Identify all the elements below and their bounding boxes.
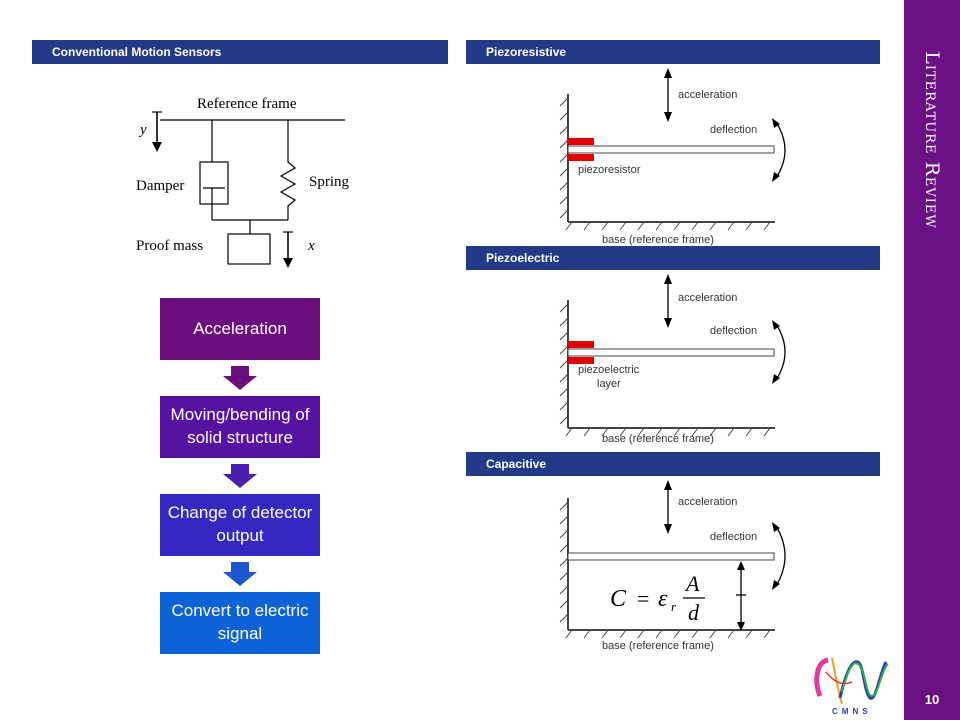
header-piezoresistive: Piezoresistive: [466, 40, 880, 64]
deflection-label: deflection: [710, 325, 757, 337]
equation-epsilon: ε: [658, 586, 668, 612]
equation-area: A: [684, 571, 700, 596]
base-label: base (reference frame): [602, 433, 714, 445]
down-arrow-icon: [223, 366, 257, 390]
deflection-label: deflection: [710, 124, 757, 136]
header-capacitive: Capacitive: [466, 452, 880, 476]
flow-step-electric-signal: Convert to electric signal: [160, 592, 320, 654]
down-arrow-icon: [223, 464, 257, 488]
x-axis-label: x: [307, 238, 315, 254]
mass-spring-damper-diagram: Reference frame y Damper Spring Proof ma…: [136, 96, 350, 268]
equation-distance: d: [688, 600, 700, 625]
capacitance-equation: C = ε r A d: [610, 571, 705, 625]
proof-mass-label: Proof mass: [136, 238, 203, 254]
base-label: base (reference frame): [602, 640, 714, 652]
damper-label: Damper: [136, 178, 184, 194]
piezoelectric-layer-label-2: layer: [597, 378, 621, 390]
flow-step-acceleration: Acceleration: [160, 298, 320, 360]
header-piezoelectric: Piezoelectric: [466, 246, 880, 270]
svg-text:CMNS: CMNS: [832, 707, 872, 716]
y-axis-label: y: [138, 122, 147, 138]
capacitive-diagram: acceleration deflection C = ε r A d base…: [559, 480, 786, 652]
reference-frame-label: Reference frame: [197, 96, 297, 112]
page-number: 10: [924, 692, 940, 707]
equation-equals: =: [637, 586, 649, 611]
acceleration-label: acceleration: [678, 292, 737, 304]
acceleration-label: acceleration: [678, 496, 737, 508]
sidebar: [904, 0, 960, 720]
acceleration-label: acceleration: [678, 89, 737, 101]
deflection-label: deflection: [710, 531, 757, 543]
cmns-logo: CMNS: [814, 657, 889, 716]
down-arrow-icon: [223, 562, 257, 586]
piezoelectric-layer-label-1: piezoelectric: [578, 364, 640, 376]
equation-c: C: [610, 586, 627, 612]
spring-label: Spring: [309, 174, 350, 190]
slide-title: Literature Review: [921, 51, 943, 229]
header-conventional: Conventional Motion Sensors: [32, 40, 448, 64]
flow-step-bending: Moving/bending of solid structure: [160, 396, 320, 458]
piezoresistive-diagram: acceleration deflection piezoresistor ba…: [559, 68, 786, 246]
base-label: base (reference frame): [602, 234, 714, 246]
piezoresistor-label: piezoresistor: [578, 164, 641, 176]
piezoelectric-diagram: acceleration deflection piezoelectric la…: [559, 274, 786, 445]
flow-step-detector-output: Change of detector output: [160, 494, 320, 556]
equation-subscript-r: r: [671, 599, 677, 614]
